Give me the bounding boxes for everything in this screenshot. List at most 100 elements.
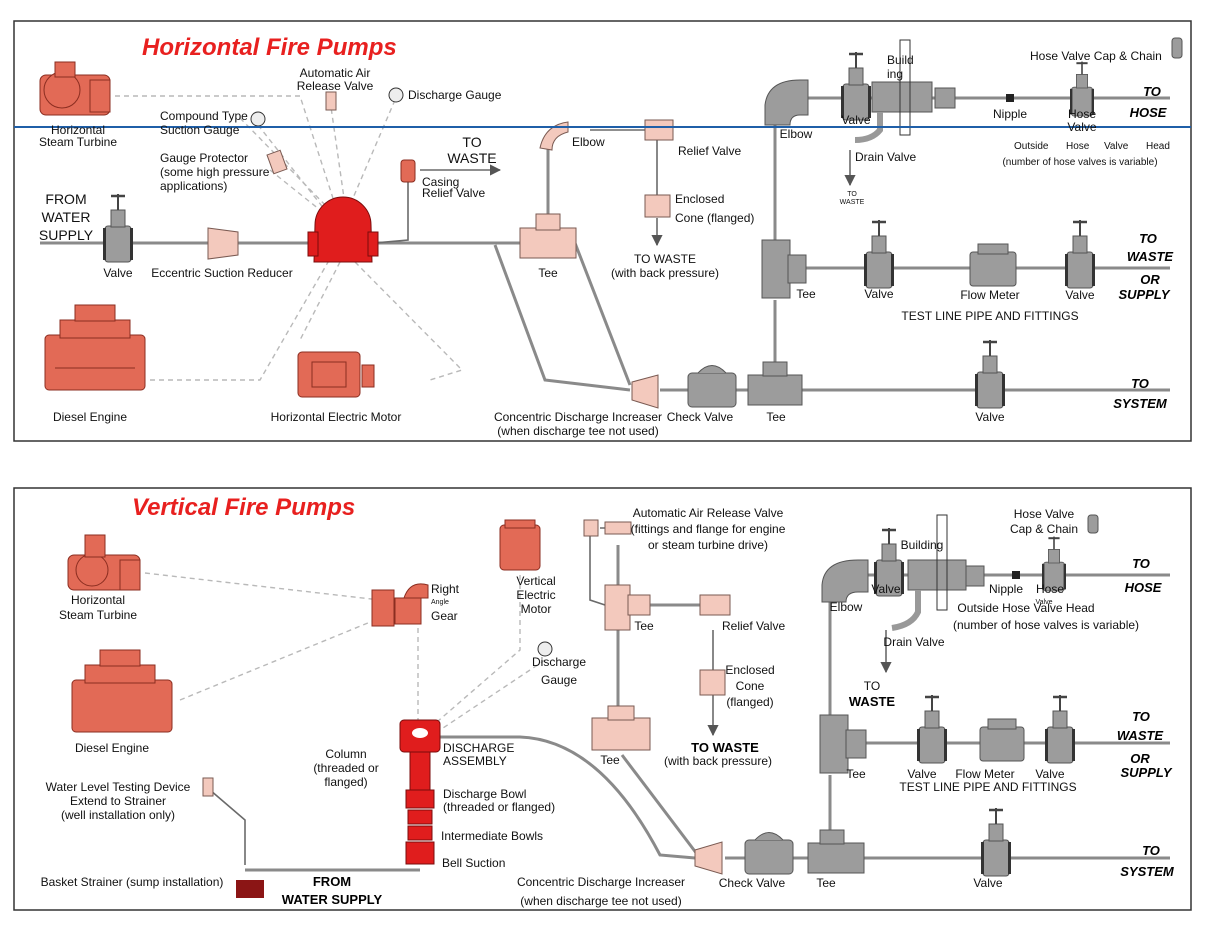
dash-line: [429, 575, 521, 729]
label: Valve: [841, 113, 870, 127]
label: TO: [847, 191, 857, 198]
label: Check Valve: [667, 410, 734, 424]
pipe: [374, 170, 409, 244]
label: Horizontal: [71, 593, 125, 607]
label: Tee: [634, 619, 654, 633]
gate-valve-icon: [1043, 693, 1077, 765]
label: Building: [901, 538, 944, 552]
label: Nipple: [993, 107, 1027, 121]
air-release-valve-icon: [583, 519, 632, 537]
label: Valve: [103, 266, 132, 280]
diesel-engine-icon: [44, 304, 146, 391]
vertical-title: Vertical Fire Pumps: [132, 494, 355, 521]
label: OR: [1140, 272, 1160, 287]
label: TO: [1132, 556, 1150, 571]
label: (number of hose valves is variable): [953, 618, 1139, 632]
hose-cap-icon: [1087, 514, 1099, 534]
label: Valve: [871, 582, 900, 596]
gate-valve-icon: [973, 338, 1007, 410]
label: Nipple: [989, 582, 1023, 596]
label: Check Valve: [719, 876, 786, 890]
diesel-engine-icon: [71, 649, 173, 733]
water-level-device-icon: [202, 777, 214, 797]
label: Tee: [816, 876, 836, 890]
nipple-icon: [1012, 571, 1020, 579]
label: Horizontal: [51, 123, 105, 137]
dash-line: [349, 99, 396, 206]
pipe: [493, 244, 631, 392]
label: Vertical: [516, 574, 555, 588]
label: Drain Valve: [883, 635, 944, 649]
label: ing: [887, 67, 903, 81]
drain-valve-icon: [891, 590, 921, 631]
label: Tee: [796, 287, 816, 301]
dash-line: [179, 617, 381, 701]
pipe: [440, 735, 696, 860]
right-angle-gear-icon: [371, 583, 429, 627]
label: OR: [1130, 751, 1150, 766]
label: Hose: [1068, 107, 1096, 121]
label: WASTE: [840, 199, 865, 206]
suction-gauge-icon: [250, 111, 266, 127]
label: Diesel Engine: [53, 410, 127, 424]
tee-icon: [747, 361, 803, 406]
label: Bell Suction: [442, 856, 505, 870]
gate-valve-icon: [862, 218, 896, 290]
vertical-panel-border: [13, 487, 1192, 911]
label: Enclosed: [675, 192, 724, 206]
label: or steam turbine drive): [648, 538, 768, 552]
label: FROM: [313, 874, 351, 889]
label: WASTE: [1117, 728, 1164, 743]
label: Enclosed: [725, 663, 774, 677]
label: Diesel Engine: [75, 741, 149, 755]
label: WASTE: [447, 150, 496, 166]
label: Head: [1146, 141, 1170, 152]
tee-icon: [604, 584, 651, 631]
label: Tee: [846, 767, 866, 781]
label: Cone: [736, 679, 765, 693]
label: Gauge Protector: [160, 151, 248, 165]
label: TEST LINE PIPE AND FITTINGS: [899, 780, 1076, 794]
label: Outside Hose Valve Head: [957, 601, 1094, 615]
dash-line: [269, 169, 321, 211]
label: Hose: [1036, 582, 1064, 596]
tee-icon: [761, 239, 807, 299]
vertical-motor-icon: [499, 519, 541, 571]
discharge-assembly-icon: [399, 719, 441, 865]
label: SUPPLY: [39, 227, 94, 243]
label: Relief Valve: [422, 186, 485, 200]
label: flanged): [324, 775, 367, 789]
check-valve-icon: [744, 832, 794, 875]
label: ASSEMBLY: [443, 754, 507, 768]
steam-turbine-icon: [39, 61, 111, 116]
label: TO: [1143, 84, 1161, 99]
dash-line: [354, 261, 464, 381]
elbow-icon: [764, 79, 809, 126]
dash-line: [439, 659, 546, 731]
label: (threaded or: [313, 761, 378, 775]
label: Compound Type: [160, 109, 248, 123]
label: Extend to Strainer: [70, 794, 166, 808]
hose-cap-icon: [1171, 37, 1183, 59]
label: Valve: [973, 876, 1002, 890]
electric-motor-icon: [297, 351, 375, 398]
label: Valve: [1104, 141, 1129, 152]
dash-line: [257, 124, 326, 211]
label: Casing: [422, 175, 459, 189]
label: Cone (flanged): [675, 211, 754, 225]
label: Steam Turbine: [39, 135, 117, 149]
label: (number of hose valves is variable): [1002, 157, 1157, 168]
tee-icon: [819, 714, 867, 774]
label: Intermediate Bowls: [441, 829, 543, 843]
check-valve-icon: [687, 365, 737, 408]
steam-turbine-icon: [67, 534, 141, 591]
tee-icon: [591, 705, 651, 751]
tee-icon: [519, 213, 577, 259]
label: Flow Meter: [955, 767, 1014, 781]
label: TO: [1132, 709, 1150, 724]
label: Tee: [538, 266, 558, 280]
dash-line: [299, 261, 341, 341]
label: Automatic Air Release Valve: [633, 506, 784, 520]
increaser-icon: [694, 841, 723, 875]
label: Horizontal Electric Motor: [271, 410, 402, 424]
